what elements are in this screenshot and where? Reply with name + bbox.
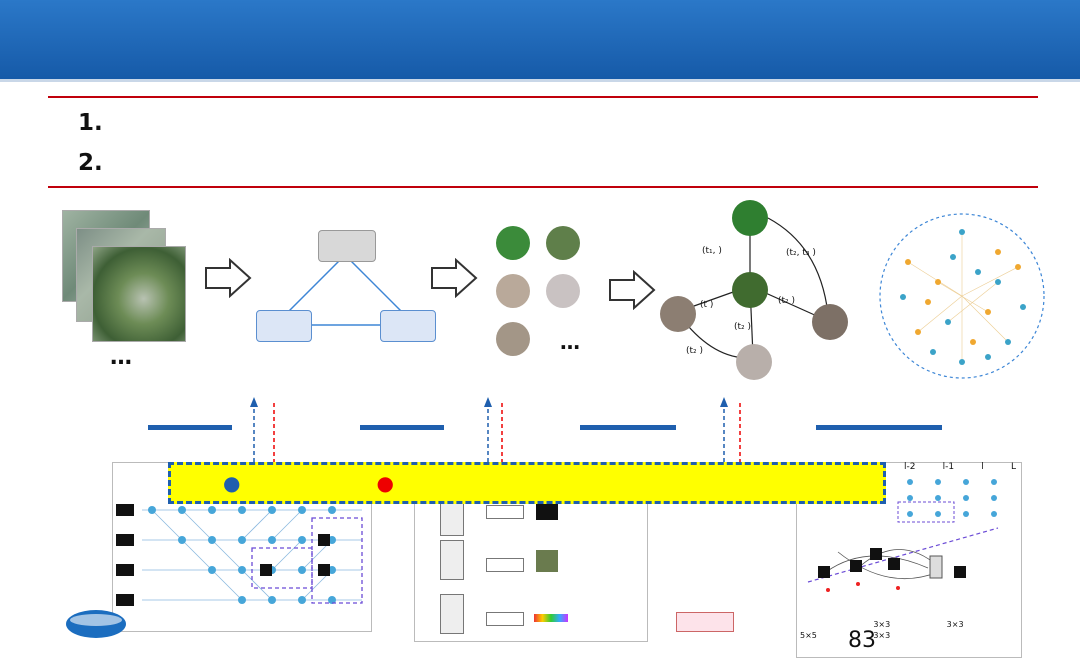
layer-label: L (1010, 462, 1016, 472)
legend-item (947, 631, 1020, 640)
divider-bottom (48, 186, 1038, 188)
result-legend: 3×3 3×3 5×5 3×3 (800, 620, 1020, 642)
road-circle (496, 274, 530, 308)
building-circle (496, 322, 530, 356)
edge-label: (t₂ ) (734, 322, 752, 332)
title-bar (0, 0, 1080, 82)
flow-line (816, 425, 942, 430)
node-vegetation (732, 200, 768, 236)
bullet-2-num: 2. (78, 150, 103, 176)
node-farmland (732, 272, 768, 308)
result-model-graph (807, 479, 999, 592)
layer-label: l (981, 462, 984, 472)
red-dot-icon: ● (376, 471, 394, 495)
arrow-right-icon (205, 258, 252, 298)
vegetation-circle (496, 226, 530, 260)
divider-top (48, 96, 1038, 98)
search-loss-box (676, 612, 734, 632)
arrow-right-icon (431, 258, 478, 298)
fuse-scene-block (486, 612, 524, 626)
attribute-box (380, 310, 436, 342)
bareland-circle (546, 274, 580, 308)
node-road (812, 304, 848, 340)
ellipsis-data: … (110, 345, 132, 370)
scene-vector-bar (534, 614, 568, 622)
edge-label: (t₂ ) (778, 296, 796, 306)
node-bareland (736, 344, 772, 380)
lab-logo-icon (66, 610, 126, 638)
fuse-detect-block (486, 558, 524, 572)
fuse-classify-block (486, 505, 524, 519)
bullet-1: 1. (78, 110, 111, 136)
farmland-circle (546, 226, 580, 260)
pixel-map-thumb (536, 500, 558, 520)
legend-item: 3×3 (873, 631, 891, 640)
edge-label: (t₂ ) (686, 346, 704, 356)
satellite-image-front (92, 246, 186, 342)
layer-labels: l-2 l-1 l L (904, 462, 1016, 472)
flow-line (580, 425, 676, 430)
edge-label: (t ) (700, 300, 714, 310)
concept-box (318, 230, 376, 262)
node-building (660, 296, 696, 332)
detection-map-thumb (536, 550, 558, 572)
ellipsis-thematic: … (560, 330, 580, 354)
legend-item: 3×3 (946, 620, 964, 629)
legend-item: 3×3 (873, 620, 891, 629)
layer-label: l-1 (942, 462, 955, 472)
pyramid-block-2 (440, 540, 464, 580)
page-number: 83 (848, 628, 876, 653)
supernet-graph (116, 504, 363, 606)
bullet-2: 2. (78, 150, 111, 176)
entity-box (256, 310, 312, 342)
legend-item: 5×5 (800, 631, 817, 640)
knowledge-graph-visual (879, 213, 1045, 379)
edge-label: (t₂, t₃ ) (786, 248, 816, 258)
flow-line (148, 425, 232, 430)
flow-line (360, 425, 444, 430)
arrow-right-icon (609, 270, 656, 310)
layer-label: l-2 (904, 462, 916, 472)
pooling-block (440, 594, 464, 634)
search-banner: ● ● (168, 462, 886, 504)
pyramid-block-1 (440, 502, 464, 536)
blue-dot-icon: ● (223, 471, 241, 495)
bullet-1-num: 1. (78, 110, 103, 136)
edge-label: (t₁, ) (702, 246, 722, 256)
